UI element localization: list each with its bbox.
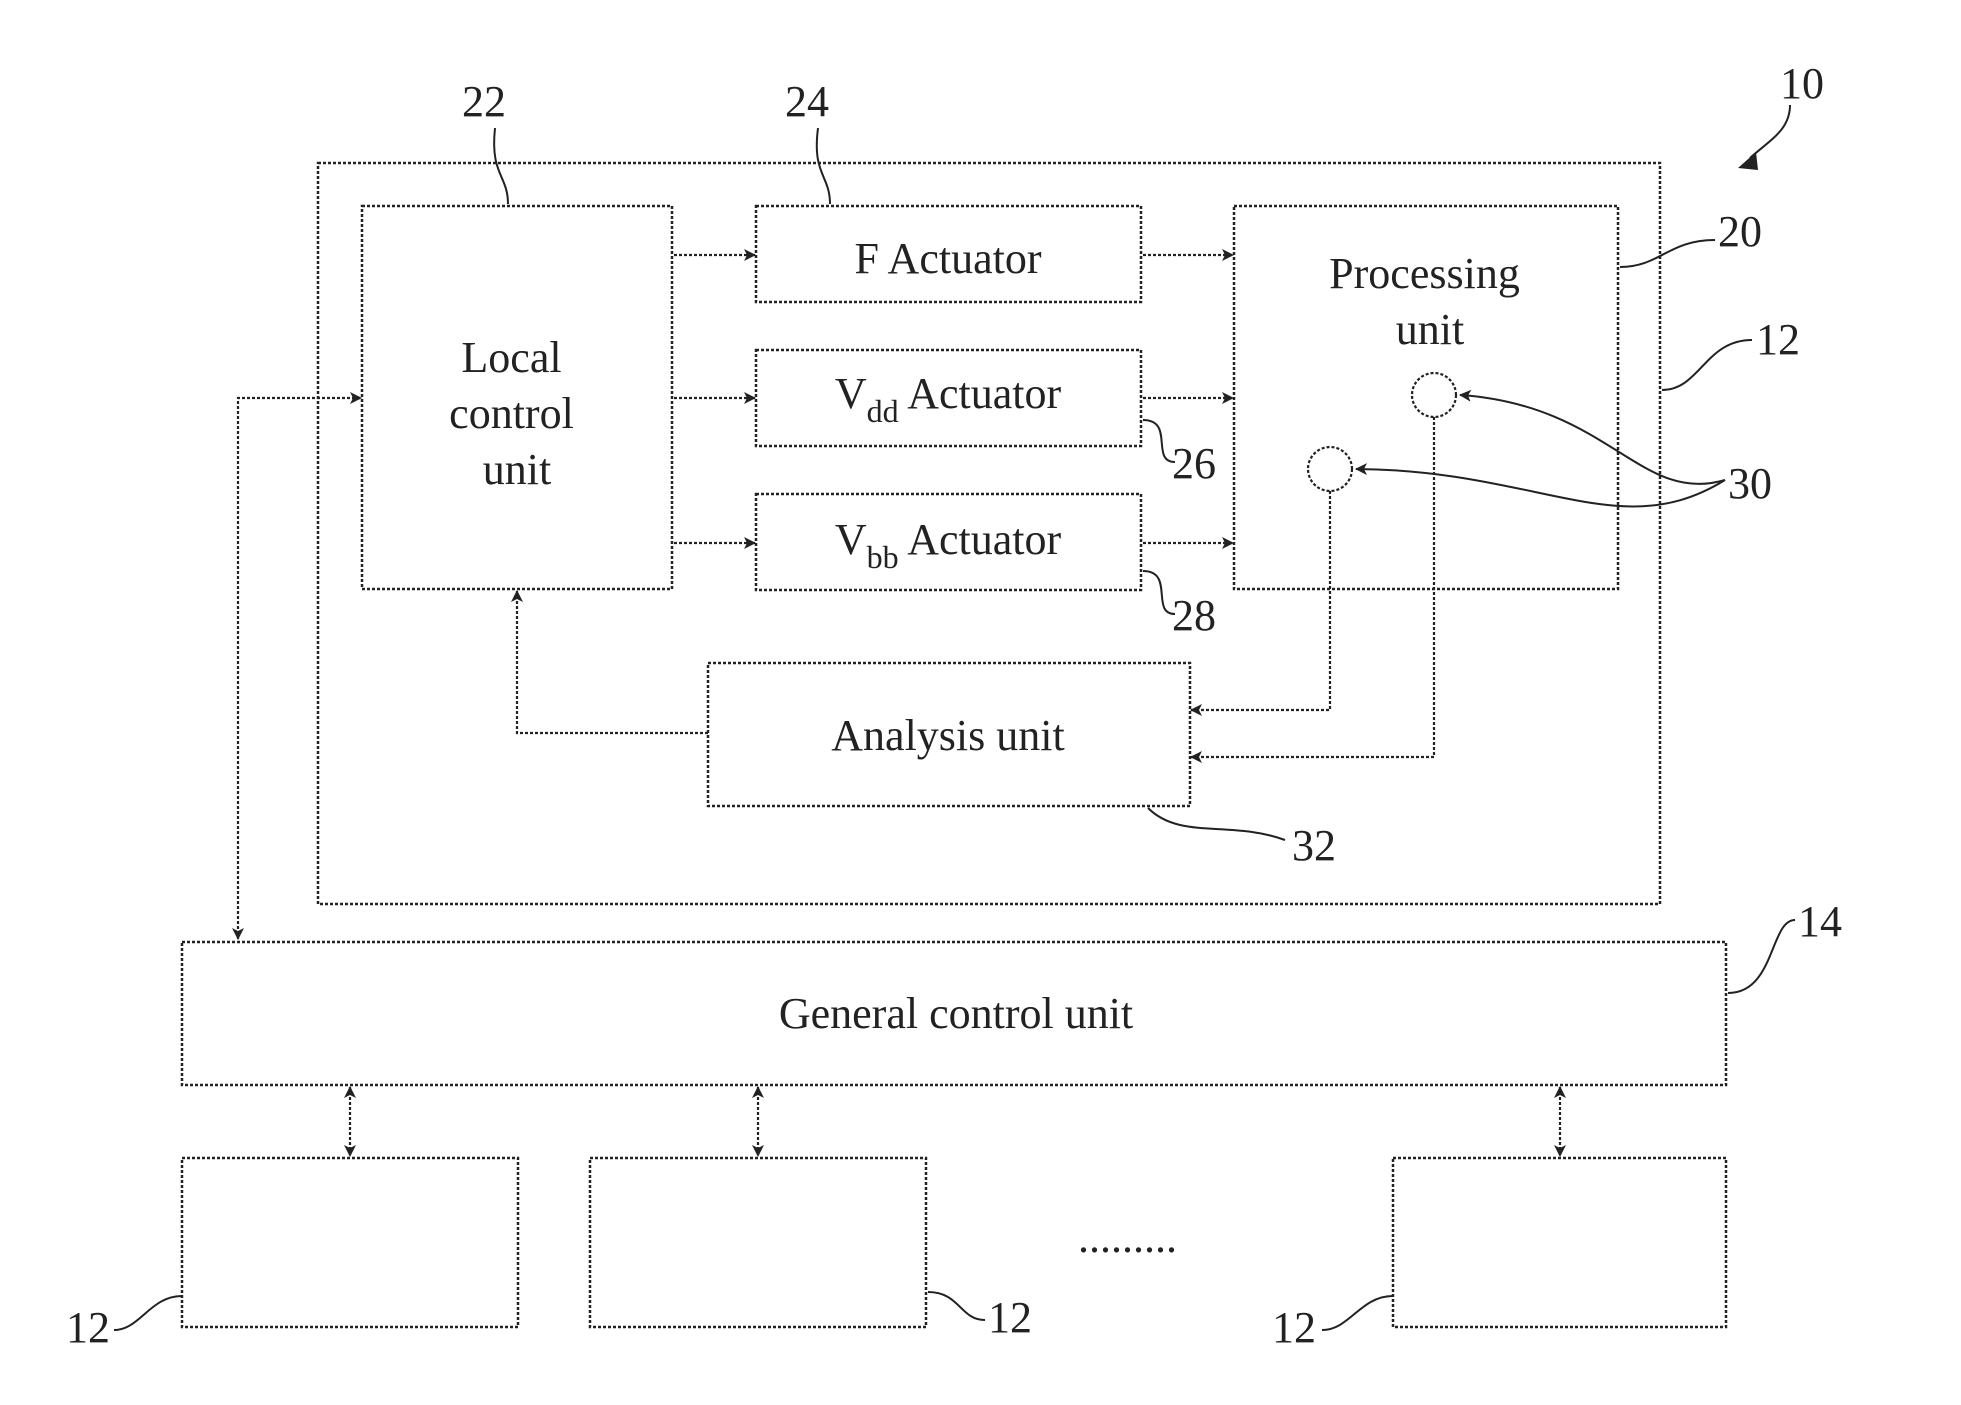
figure-label-arrowhead [1738, 152, 1758, 170]
figure-label: 10 [1780, 59, 1824, 108]
processing-unit-ref: 20 [1718, 207, 1762, 256]
node-box-3 [1393, 1158, 1726, 1327]
analysis-unit-label: Analysis unit [831, 711, 1064, 760]
node-box-1 [182, 1158, 518, 1327]
sensors-ref: 30 [1728, 459, 1772, 508]
ellipsis: ......... [1078, 1213, 1177, 1262]
local-control-unit-ref: 22 [462, 77, 506, 126]
node-2-ref-leader [928, 1292, 985, 1320]
node-1-ref-leader [114, 1296, 182, 1330]
f-actuator-label: F Actuator [855, 234, 1042, 283]
vbb-actuator-ref: 28 [1172, 591, 1216, 640]
analysis-unit-ref: 32 [1292, 821, 1336, 870]
node-3-ref-leader [1322, 1296, 1393, 1330]
sensor-circle-upper [1412, 373, 1456, 417]
general-control-unit-ref-leader [1728, 920, 1795, 993]
general-control-unit-label: General control unit [779, 989, 1133, 1038]
node-box-2 [590, 1158, 926, 1327]
figure-label-leader [1750, 105, 1790, 158]
node-ref: 12 [1756, 315, 1800, 364]
sensor-circle-lower [1308, 447, 1352, 491]
node-1-ref: 12 [66, 1303, 110, 1352]
node-3-ref: 12 [1272, 1303, 1316, 1352]
general-control-unit-ref: 14 [1798, 897, 1842, 946]
node-2-ref: 12 [988, 1293, 1032, 1342]
vdd-actuator-ref: 26 [1172, 439, 1216, 488]
f-actuator-ref: 24 [785, 77, 829, 126]
node-ref-leader [1662, 340, 1752, 390]
